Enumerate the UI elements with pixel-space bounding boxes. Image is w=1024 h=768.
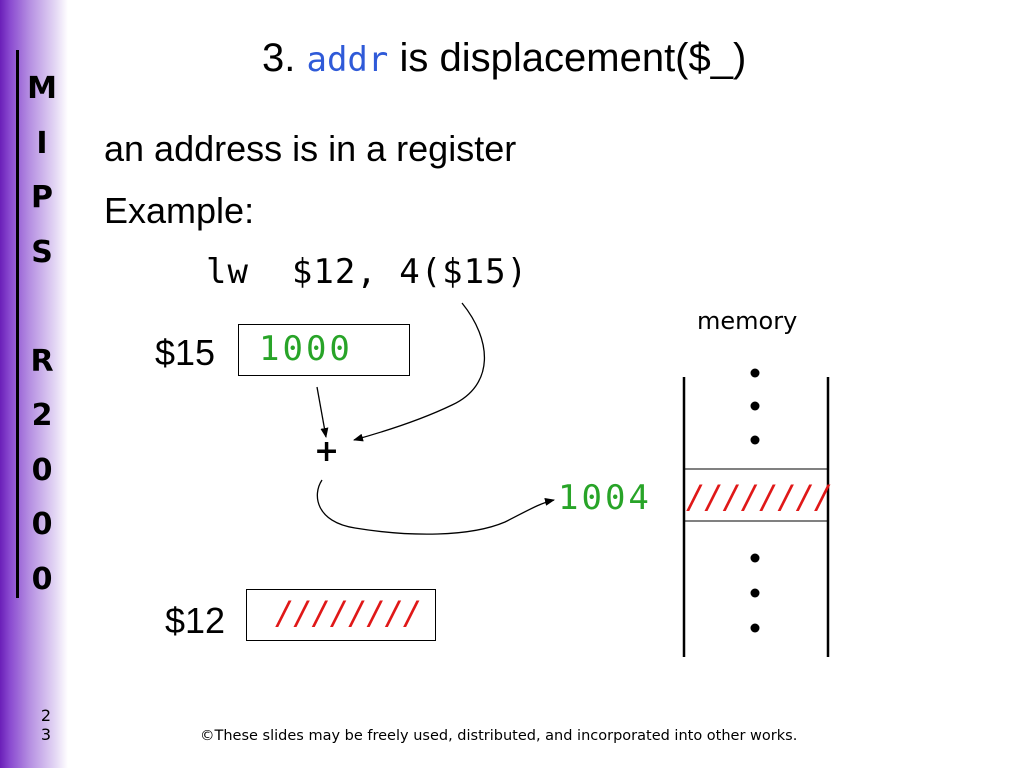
register-15-box: 1000 xyxy=(238,324,410,376)
sidebar-letter: 2 xyxy=(31,398,53,433)
arrow-adder-to-address xyxy=(316,479,555,535)
footer-copyright: ©These slides may be freely used, distri… xyxy=(200,728,798,744)
memory-dot xyxy=(750,368,760,378)
register-15-label: $15 xyxy=(155,332,216,373)
memory-dot xyxy=(750,401,760,411)
sidebar-letter: 0 xyxy=(31,452,53,488)
sidebar-vertical-title: M I P S R 2 0 0 0 xyxy=(22,62,62,607)
adder-symbol: + xyxy=(314,434,340,469)
body-line-example-label: Example: xyxy=(104,190,255,231)
example-instruction: lw $12, 4($15) xyxy=(206,252,529,292)
sidebar-letter: P xyxy=(31,180,53,215)
memory-dot xyxy=(750,623,760,633)
sidebar-letter: I xyxy=(36,125,48,161)
sidebar-letter: 0 xyxy=(31,507,53,542)
slide-number-digit: 3 xyxy=(40,725,52,744)
body-line-description: an address is in a register xyxy=(104,128,517,169)
sidebar-letter: R xyxy=(30,343,54,379)
register-12-box: //////// xyxy=(246,589,436,641)
title-prefix: 3. xyxy=(262,36,296,80)
arrow-register-to-adder xyxy=(316,386,329,438)
slide-title: 3. addr is displacement($_) xyxy=(262,36,746,81)
memory-dot xyxy=(750,435,760,445)
sidebar-letter: 0 xyxy=(31,561,53,597)
register-12-value: //////// xyxy=(275,594,422,632)
memory-dot xyxy=(750,553,760,563)
memory-cell-value: //////// xyxy=(686,478,833,516)
title-suffix: is displacement($_) xyxy=(399,36,747,80)
sidebar-gradient-strip xyxy=(0,0,68,768)
sidebar-letter-gap xyxy=(22,280,62,335)
title-code: addr xyxy=(306,40,389,80)
register-15-value: 1000 xyxy=(259,329,353,369)
sidebar-divider xyxy=(16,50,19,598)
sidebar-letter: M xyxy=(27,71,57,106)
memory-dot xyxy=(750,588,760,598)
memory-label: memory xyxy=(697,307,798,335)
sidebar-letter: S xyxy=(31,234,53,270)
slide-number-digit: 2 xyxy=(40,706,52,725)
computed-address: 1004 xyxy=(558,478,652,518)
slide-number: 2 3 xyxy=(36,706,56,744)
register-12-label: $12 xyxy=(165,600,226,641)
